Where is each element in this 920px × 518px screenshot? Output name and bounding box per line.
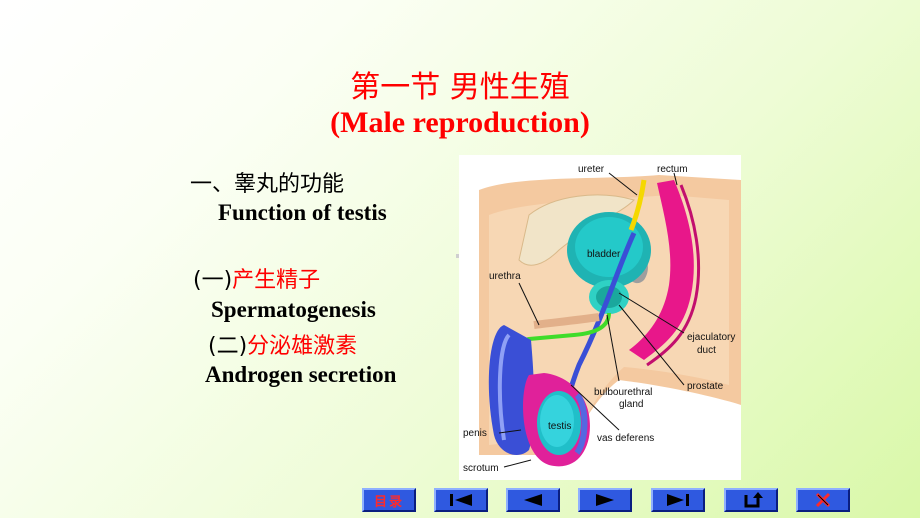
item1-marker: (一) [193,268,233,293]
item1-label-chinese: 产生精子 [232,268,321,293]
next-slide-button[interactable] [578,488,632,512]
section-heading-english: Function of testis [218,200,387,225]
item1: (一)产生精子 [193,262,320,294]
label-scrotum: scrotum [463,463,499,474]
last-icon [667,494,689,506]
slide-title-english: (Male reproduction) [330,106,590,139]
anatomy-illustration: ureter rectum bladder urethra ejaculator… [463,164,741,474]
label-prostate: prostate [687,381,724,392]
item2-marker: (二) [208,334,248,359]
label-vas-deferens: vas deferens [597,433,654,444]
label-gland: gland [619,399,643,410]
return-button[interactable] [724,488,778,512]
item2: (二)分泌雄激素 [208,328,357,360]
item2-label-chinese: 分泌雄激素 [247,334,358,359]
exit-button[interactable] [796,488,850,512]
item1-label-english: Spermatogenesis [211,297,376,322]
section-heading-chinese: 一、睾丸的功能 [190,172,345,197]
label-testis: testis [548,421,571,432]
label-penis: penis [463,428,487,439]
first-slide-button[interactable] [434,488,488,512]
next-icon [596,494,614,506]
return-icon [744,492,763,508]
label-bulbourethral: bulbourethral [594,387,652,398]
label-ejaculatory: ejaculatory [687,332,735,343]
item2-label-english: Androgen secretion [205,362,397,387]
previous-icon [524,494,542,506]
male-reproductive-anatomy-figure: ureter rectum bladder urethra ejaculator… [459,155,741,480]
last-slide-button[interactable] [651,488,705,512]
previous-slide-button[interactable] [506,488,560,512]
slide-title-chinese: 第一节 男性生殖 [350,70,570,105]
label-bladder: bladder [587,249,621,260]
menu-button-label: 目录 [373,494,404,510]
label-ureter: ureter [578,164,605,175]
decorative-dot [456,254,460,258]
label-duct: duct [697,345,716,356]
first-icon [450,494,472,506]
label-urethra: urethra [489,271,521,282]
label-rectum: rectum [657,164,688,175]
exit-icon [815,492,831,508]
menu-button[interactable]: 目录 [362,488,416,512]
